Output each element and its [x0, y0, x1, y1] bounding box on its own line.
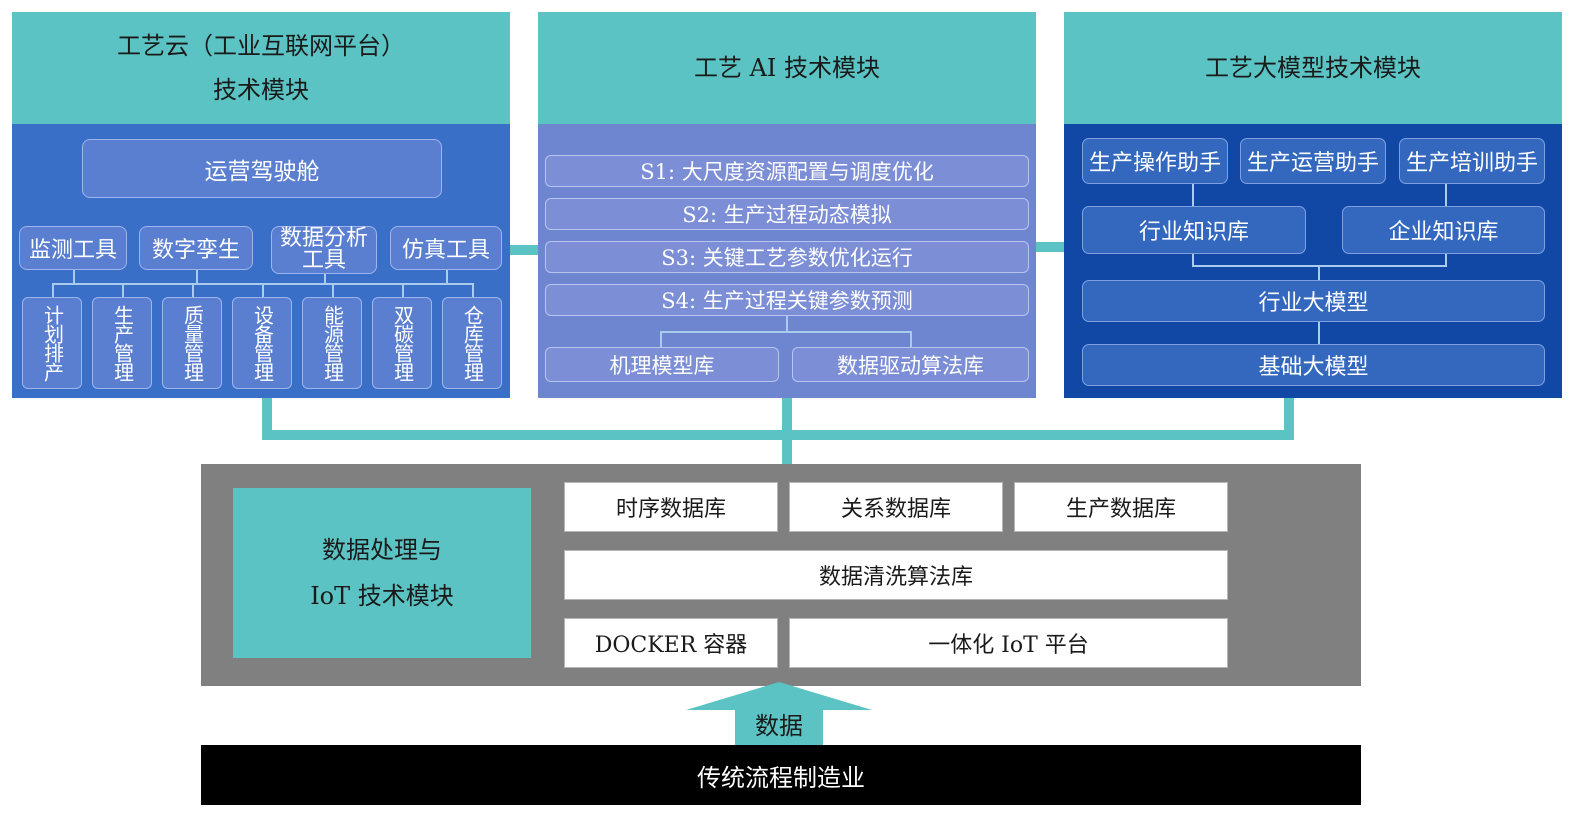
- industry-large-model: 行业大模型: [1082, 280, 1545, 322]
- tool-simulation: 仿真工具: [390, 226, 502, 270]
- ai-item-s4: S4: 生产过程关键参数预测: [545, 284, 1029, 316]
- function-planning: 计划排产: [22, 297, 82, 389]
- llm-module-header: 工艺大模型技术模块: [1064, 12, 1562, 124]
- iot-title-line2: IoT 技术模块: [310, 582, 454, 610]
- relational-db: 关系数据库: [789, 482, 1003, 532]
- bus-drop-cloud: [262, 398, 272, 440]
- function-energy: 能源管理: [302, 297, 362, 389]
- bus-drop-llm: [1284, 398, 1294, 440]
- assistant-operation: 生产操作助手: [1082, 138, 1228, 184]
- cockpit-box: 运营驾驶舱: [82, 139, 442, 198]
- connector-cloud-ai: [510, 245, 538, 255]
- iot-title-line1: 数据处理与: [322, 536, 442, 564]
- ai-lib-data-driven: 数据驱动算法库: [792, 347, 1029, 382]
- assistant-training: 生产培训助手: [1399, 138, 1545, 184]
- traditional-manufacturing-bar: 传统流程制造业: [201, 745, 1361, 805]
- timeseries-db: 时序数据库: [564, 482, 778, 532]
- bus-horizontal: [262, 430, 1294, 440]
- enterprise-knowledge-base: 企业知识库: [1342, 206, 1545, 254]
- function-equipment: 设备管理: [232, 297, 292, 389]
- data-arrow-icon: [686, 682, 872, 746]
- tool-monitoring: 监测工具: [19, 226, 127, 270]
- industry-knowledge-base: 行业知识库: [1082, 206, 1306, 254]
- ai-item-s3: S3: 关键工艺参数优化运行: [545, 241, 1029, 273]
- assistant-management: 生产运营助手: [1240, 138, 1386, 184]
- production-db: 生产数据库: [1014, 482, 1228, 532]
- iot-module-title: 数据处理与 IoT 技术模块: [233, 488, 531, 658]
- arrow-label: 数据: [755, 711, 803, 740]
- ai-module-header: 工艺 AI 技术模块: [538, 12, 1036, 124]
- base-large-model: 基础大模型: [1082, 344, 1545, 386]
- tool-data-analysis: 数据分析工具: [271, 226, 377, 274]
- function-quality: 质量管理: [162, 297, 222, 389]
- connector-ai-llm: [1036, 242, 1064, 252]
- iot-platform: 一体化 IoT 平台: [789, 618, 1228, 668]
- data-cleaning-lib: 数据清洗算法库: [564, 550, 1228, 600]
- function-production: 生产管理: [92, 297, 152, 389]
- function-carbon: 双碳管理: [372, 297, 432, 389]
- tool-digital-twin: 数字孪生: [139, 226, 253, 270]
- ai-lib-mechanism: 机理模型库: [545, 347, 779, 382]
- cloud-title-line1: 工艺云（工业互联网平台）: [117, 32, 405, 60]
- docker-container: DOCKER 容器: [564, 618, 778, 668]
- function-warehouse: 仓库管理: [442, 297, 502, 389]
- cloud-title-line2: 技术模块: [213, 76, 309, 104]
- cloud-module-header: 工艺云（工业互联网平台） 技术模块: [12, 12, 510, 124]
- ai-item-s2: S2: 生产过程动态模拟: [545, 198, 1029, 230]
- ai-item-s1: S1: 大尺度资源配置与调度优化: [545, 155, 1029, 187]
